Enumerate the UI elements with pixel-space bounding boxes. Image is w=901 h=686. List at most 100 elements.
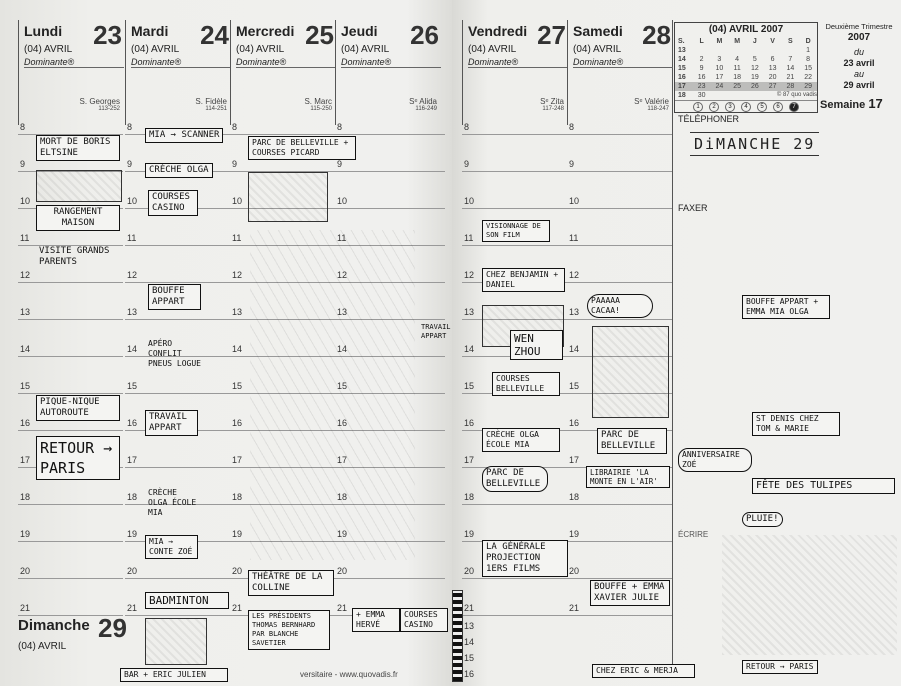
- hour-line: [335, 467, 445, 468]
- calendar-day: 12: [750, 65, 759, 72]
- hour-label: 14: [232, 344, 243, 354]
- hour-label: 19: [127, 529, 138, 539]
- calendar-day: 15: [804, 65, 813, 72]
- hour-line: [335, 430, 445, 431]
- calendar-day: 17: [715, 74, 724, 81]
- hour-label: 10: [337, 196, 348, 206]
- hour-label: 20: [569, 566, 580, 576]
- hour-label: 16: [20, 418, 31, 428]
- hour-line: [18, 541, 123, 542]
- note-creche2: CRÈCHE OLGA ÉCOLE MiA: [148, 488, 197, 517]
- calendar-header: D: [805, 38, 811, 45]
- calendar-header: V: [770, 38, 775, 45]
- note-travail: TRAVAiL APPART: [145, 410, 198, 436]
- hour-line: [335, 171, 445, 172]
- note-bouffe-emma: BOUFFE + EMMA XAViER JULiE: [590, 580, 670, 606]
- hour-line: [335, 245, 445, 246]
- hour-label: 17: [127, 455, 138, 465]
- dominante-field: Dominante®: [341, 57, 441, 68]
- calendar-day: 4: [735, 56, 740, 63]
- hour-label: 17: [232, 455, 243, 465]
- day-number: 24: [200, 20, 229, 50]
- calendar-day: 3: [717, 56, 722, 63]
- hour-label: 10: [464, 196, 475, 206]
- hour-line: [335, 208, 445, 209]
- day-header: Mercredi 25 (04) AVRIL Dominante® S. Mar…: [230, 20, 336, 125]
- hour-line: [18, 134, 123, 135]
- calendar-day: 13: [768, 65, 777, 72]
- note-chez-eric: CHEZ ERiC & MERJA: [592, 664, 695, 678]
- hour-line: [567, 134, 672, 135]
- calendar-day: 14: [678, 56, 686, 63]
- hour-label: 13: [20, 307, 31, 317]
- hour-line: [18, 578, 123, 579]
- day-month: (04) AVRIL: [341, 44, 390, 55]
- day-number: 26: [410, 20, 439, 50]
- note-presidents: LES PRÉSIDENTS THOMAS BERNHARD PAR BLANC…: [248, 610, 330, 650]
- hour-label: 9: [569, 159, 575, 169]
- saint-label: S. Fidèle: [195, 97, 227, 106]
- calendar-day: 17: [678, 83, 686, 90]
- day-name: Mardi: [131, 23, 169, 39]
- calendar-day: 23: [697, 83, 706, 90]
- hour-label: 9: [464, 159, 470, 169]
- calendar-day: 24: [715, 83, 724, 90]
- hour-line: [567, 504, 672, 505]
- calendar-day: [782, 46, 800, 55]
- column-divider: [672, 20, 673, 666]
- hour-label: 21: [232, 603, 243, 613]
- hour-line: [18, 356, 123, 357]
- note-paaaa: PAAAAA CACAA!: [587, 294, 653, 318]
- telephoner-label: TÉLÉPHONER: [678, 114, 740, 124]
- day-code: 117-248: [542, 106, 564, 112]
- note-parc-belleville-2: PARC DE BELLEViLLE: [597, 428, 667, 454]
- hour-line: [230, 282, 335, 283]
- hour-line: [567, 615, 672, 616]
- hour-label: 18: [127, 492, 138, 502]
- hour-line: [567, 541, 672, 542]
- sunday-handwritten: DiMANCHE 29: [690, 132, 820, 156]
- week-number: 17: [868, 96, 883, 111]
- hour-label: 8: [464, 122, 470, 132]
- calendar-day: 8: [806, 56, 811, 63]
- day-name: Vendredi: [468, 23, 528, 39]
- hour-line: [462, 578, 567, 579]
- day-number: 27: [537, 20, 566, 50]
- dominante-field: Dominante®: [236, 57, 336, 68]
- hour-line: [567, 171, 672, 172]
- hour-label: 16: [337, 418, 348, 428]
- hour-label: 14: [464, 637, 475, 647]
- note-bouffe-appart-2: BOUFFE APPART + EMMA MiA OLGA: [742, 295, 830, 319]
- badminton-sketch: [145, 618, 207, 665]
- hour-line: [462, 245, 567, 246]
- hour-label: 14: [127, 344, 138, 354]
- hour-line: [462, 134, 567, 135]
- hour-line: [462, 504, 567, 505]
- right-page: Vendredi 27 (04) AVRIL Dominante® Sᵉ Zit…: [452, 0, 901, 686]
- hour-label: 17: [464, 455, 475, 465]
- calendar-day: 22: [804, 74, 813, 81]
- hour-label: 15: [127, 381, 138, 391]
- hour-label: 18: [464, 492, 475, 502]
- day-header: Samedi 28 (04) AVRIL Dominante® Sᵉ Valér…: [567, 20, 673, 125]
- note-retour-paris: RETOUR → PARiS: [36, 436, 120, 480]
- hour-line: [335, 134, 445, 135]
- calendar-header: M: [716, 38, 723, 45]
- hour-label: 21: [20, 603, 31, 613]
- note-theatre: THÉÂTRE DE LA COLLiNE: [248, 570, 334, 596]
- day-month: (04) AVRIL: [573, 44, 622, 55]
- hour-label: 14: [464, 344, 475, 354]
- calendar-day: [711, 46, 729, 55]
- tulip-festival-sketch: [722, 535, 897, 655]
- calendar-header: J: [752, 38, 757, 45]
- hour-line: [18, 430, 123, 431]
- day-header: Vendredi 27 (04) AVRIL Dominante® Sᵉ Zit…: [462, 20, 568, 125]
